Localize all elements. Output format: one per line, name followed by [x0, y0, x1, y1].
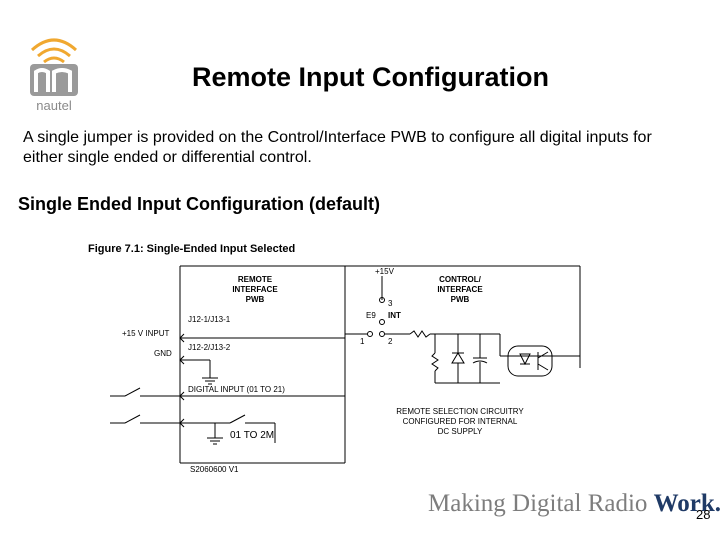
j12-1-label: J12-1/J13-1 — [188, 315, 231, 324]
switch-range-label: 01 TO 2M — [230, 430, 274, 441]
pin1-label: 1 — [360, 337, 365, 346]
drawing-id: S2060600 V1 — [190, 465, 239, 474]
footer-tagline-prefix: Making Digital Radio — [428, 490, 654, 517]
nautel-logo: nautel — [18, 28, 90, 114]
digital-input-label: DIGITAL INPUT (01 TO 21) — [188, 385, 285, 394]
int-label: INT — [388, 311, 401, 320]
footer-tagline: Making Digital Radio Work. — [428, 490, 720, 518]
input-15v-label: +15 V INPUT — [122, 329, 169, 338]
right-block-label-1: CONTROL/ — [439, 275, 482, 284]
figure-caption: Figure 7.1: Single-Ended Input Selected — [88, 243, 295, 255]
slide-body-text: A single jumper is provided on the Contr… — [23, 129, 652, 166]
j12-2-label: J12-2/J13-2 — [188, 343, 231, 352]
note-line-1: REMOTE SELECTION CIRCUITRY — [396, 407, 524, 416]
footer-tagline-emphasis: Work. — [653, 490, 720, 517]
gnd-label: GND — [154, 349, 172, 358]
note-line-3: DC SUPPLY — [438, 427, 483, 436]
page-number: 28 — [696, 507, 711, 522]
jumper-label: E9 — [366, 311, 376, 320]
left-block-label-2: INTERFACE — [232, 285, 278, 294]
note-line-2: CONFIGURED FOR INTERNAL — [403, 417, 518, 426]
slide-title: Remote Input Configuration — [192, 62, 549, 92]
pin3-label: 3 — [388, 299, 393, 308]
logo-wordmark: nautel — [36, 98, 72, 113]
left-block-label-1: REMOTE — [238, 275, 273, 284]
supply-label: +15V — [375, 267, 395, 276]
right-block-label-3: PWB — [451, 295, 470, 304]
schematic-figure: Figure 7.1: Single-Ended Input Selected — [80, 238, 600, 478]
slide-subheading: Single Ended Input Configuration (defaul… — [18, 194, 380, 214]
pin2-label: 2 — [388, 337, 393, 346]
left-block-label-3: PWB — [246, 295, 265, 304]
right-block-label-2: INTERFACE — [437, 285, 483, 294]
